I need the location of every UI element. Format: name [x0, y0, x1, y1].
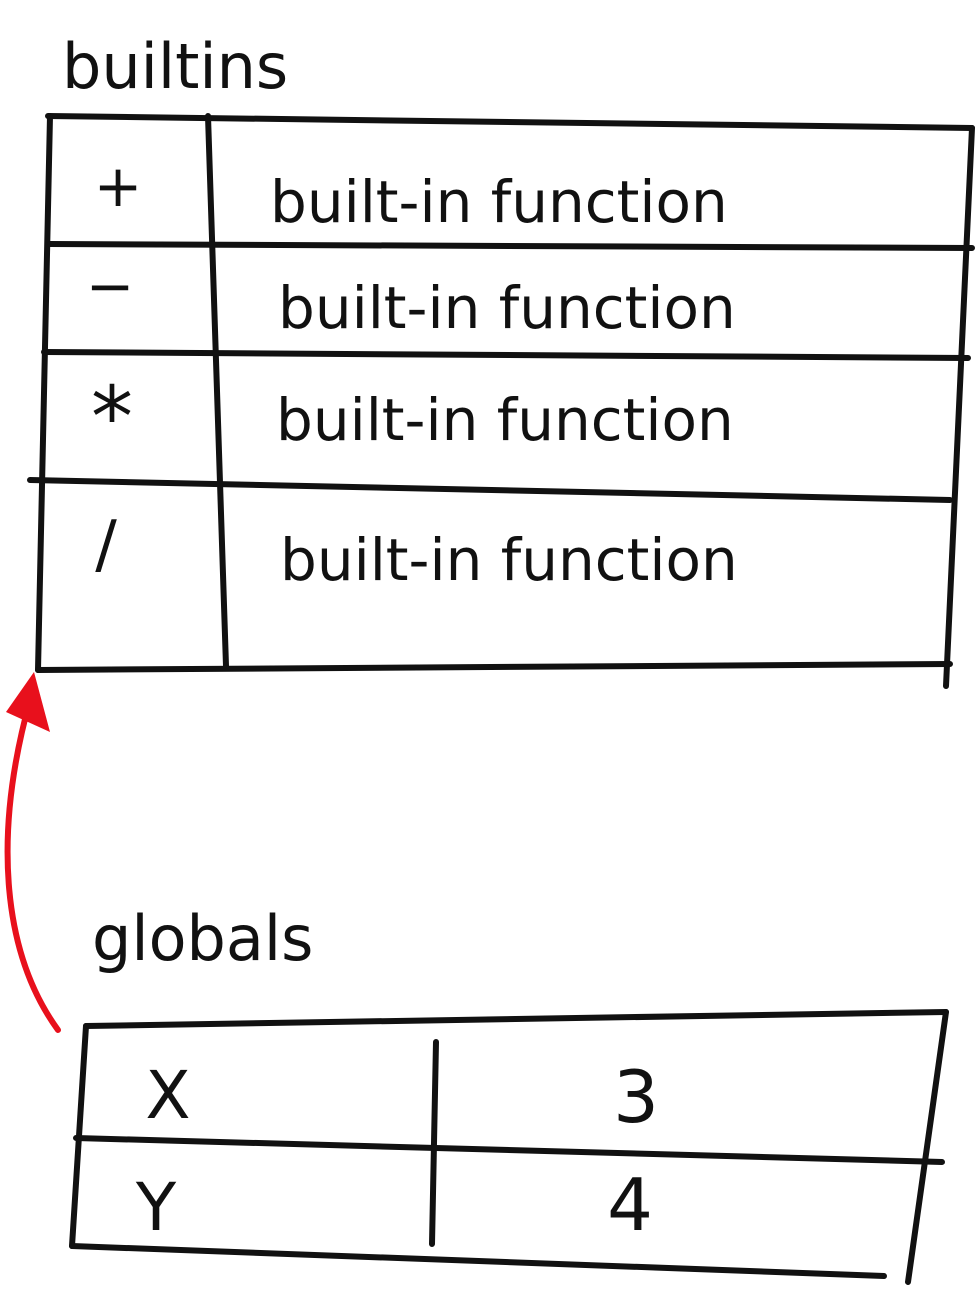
builtins-key: − [86, 252, 135, 320]
builtins-key: * [91, 368, 133, 466]
builtins-key: + [94, 152, 143, 220]
builtins-row: * built-in function [91, 368, 734, 466]
globals-row: Y 4 [135, 1163, 653, 1247]
builtins-row: − built-in function [86, 252, 736, 342]
builtins-top-border [45, 113, 975, 131]
globals-right-border [905, 1009, 949, 1285]
globals-key: Y [135, 1169, 177, 1246]
builtins-value: built-in function [276, 386, 734, 454]
builtins-row: + built-in function [94, 152, 728, 236]
builtins-row-divider-3 [27, 477, 953, 503]
globals-frame: globals X 3 Y 4 [69, 902, 949, 1285]
globals-title: globals [92, 902, 313, 975]
builtins-column-divider [205, 113, 229, 669]
builtins-row-divider-2 [41, 349, 971, 361]
globals-key: X [145, 1057, 190, 1134]
globals-column-divider [429, 1039, 439, 1247]
globals-row: X 3 [145, 1055, 659, 1139]
builtins-frame: builtins + built-in function − built-in … [27, 30, 975, 689]
globals-value: 3 [613, 1055, 659, 1139]
builtins-row: / built-in function [95, 508, 738, 594]
parent-arrow-head [6, 672, 50, 732]
parent-arrow [4, 672, 61, 1033]
builtins-row-divider-1 [47, 241, 975, 251]
globals-bottom-border [69, 1243, 887, 1279]
globals-row-divider [73, 1135, 945, 1165]
parent-arrow-line [4, 697, 61, 1033]
globals-value: 4 [607, 1163, 653, 1247]
builtins-bottom-border [35, 661, 953, 673]
builtins-key: / [95, 508, 117, 582]
builtins-value: built-in function [278, 274, 736, 342]
globals-top-border [83, 1009, 949, 1029]
builtins-right-border [943, 125, 975, 689]
builtins-value: built-in function [280, 526, 738, 594]
builtins-title: builtins [62, 30, 288, 103]
builtins-left-border [35, 113, 53, 673]
builtins-value: built-in function [270, 168, 728, 236]
